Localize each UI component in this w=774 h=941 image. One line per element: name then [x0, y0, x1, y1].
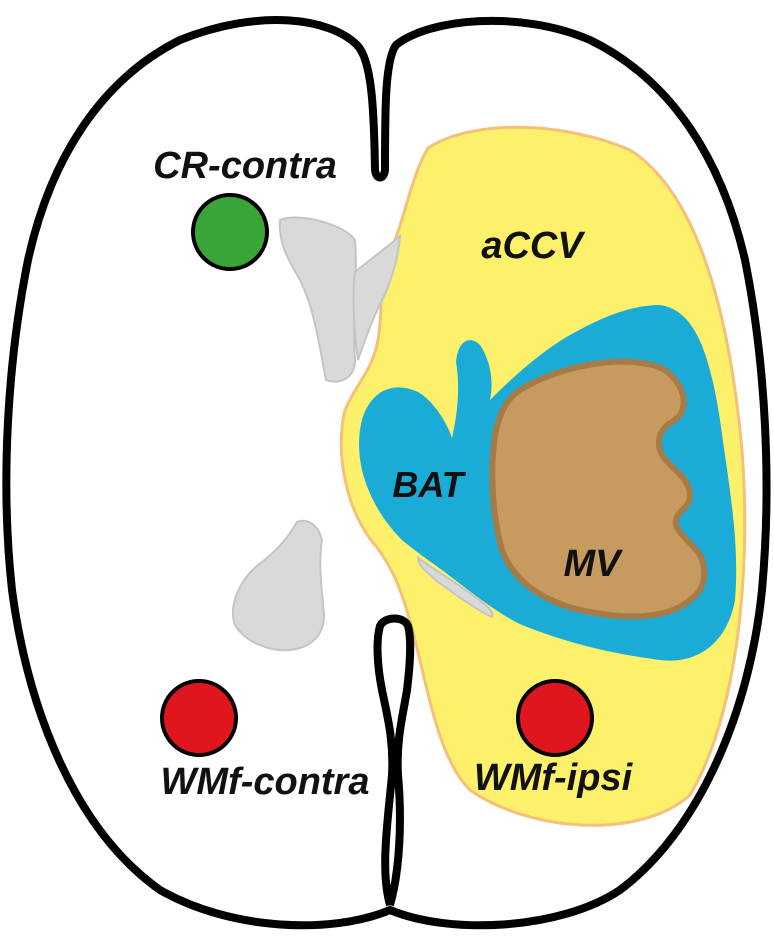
label-wmf-ipsi: WMf-ipsi [474, 757, 634, 799]
label-accv: aCCV [481, 225, 585, 267]
cr-contra-marker [191, 193, 269, 271]
ventricle-upper-right [352, 233, 402, 361]
label-mv: MV [564, 543, 624, 585]
ventricle-lower-left [232, 519, 326, 652]
lower-midline-fissure [373, 614, 415, 907]
wmf-contra-marker [160, 679, 238, 757]
wmf-ipsi-marker [516, 679, 594, 757]
label-bat: BAT [392, 464, 466, 505]
ventricle-upper-left [278, 216, 357, 383]
label-cr-contra: CR-contra [153, 145, 337, 187]
label-wmf-contra: WMf-contra [161, 761, 370, 803]
ventricle-sliver [416, 556, 494, 619]
mv-region [489, 358, 708, 620]
brain-outline [2, 16, 771, 930]
